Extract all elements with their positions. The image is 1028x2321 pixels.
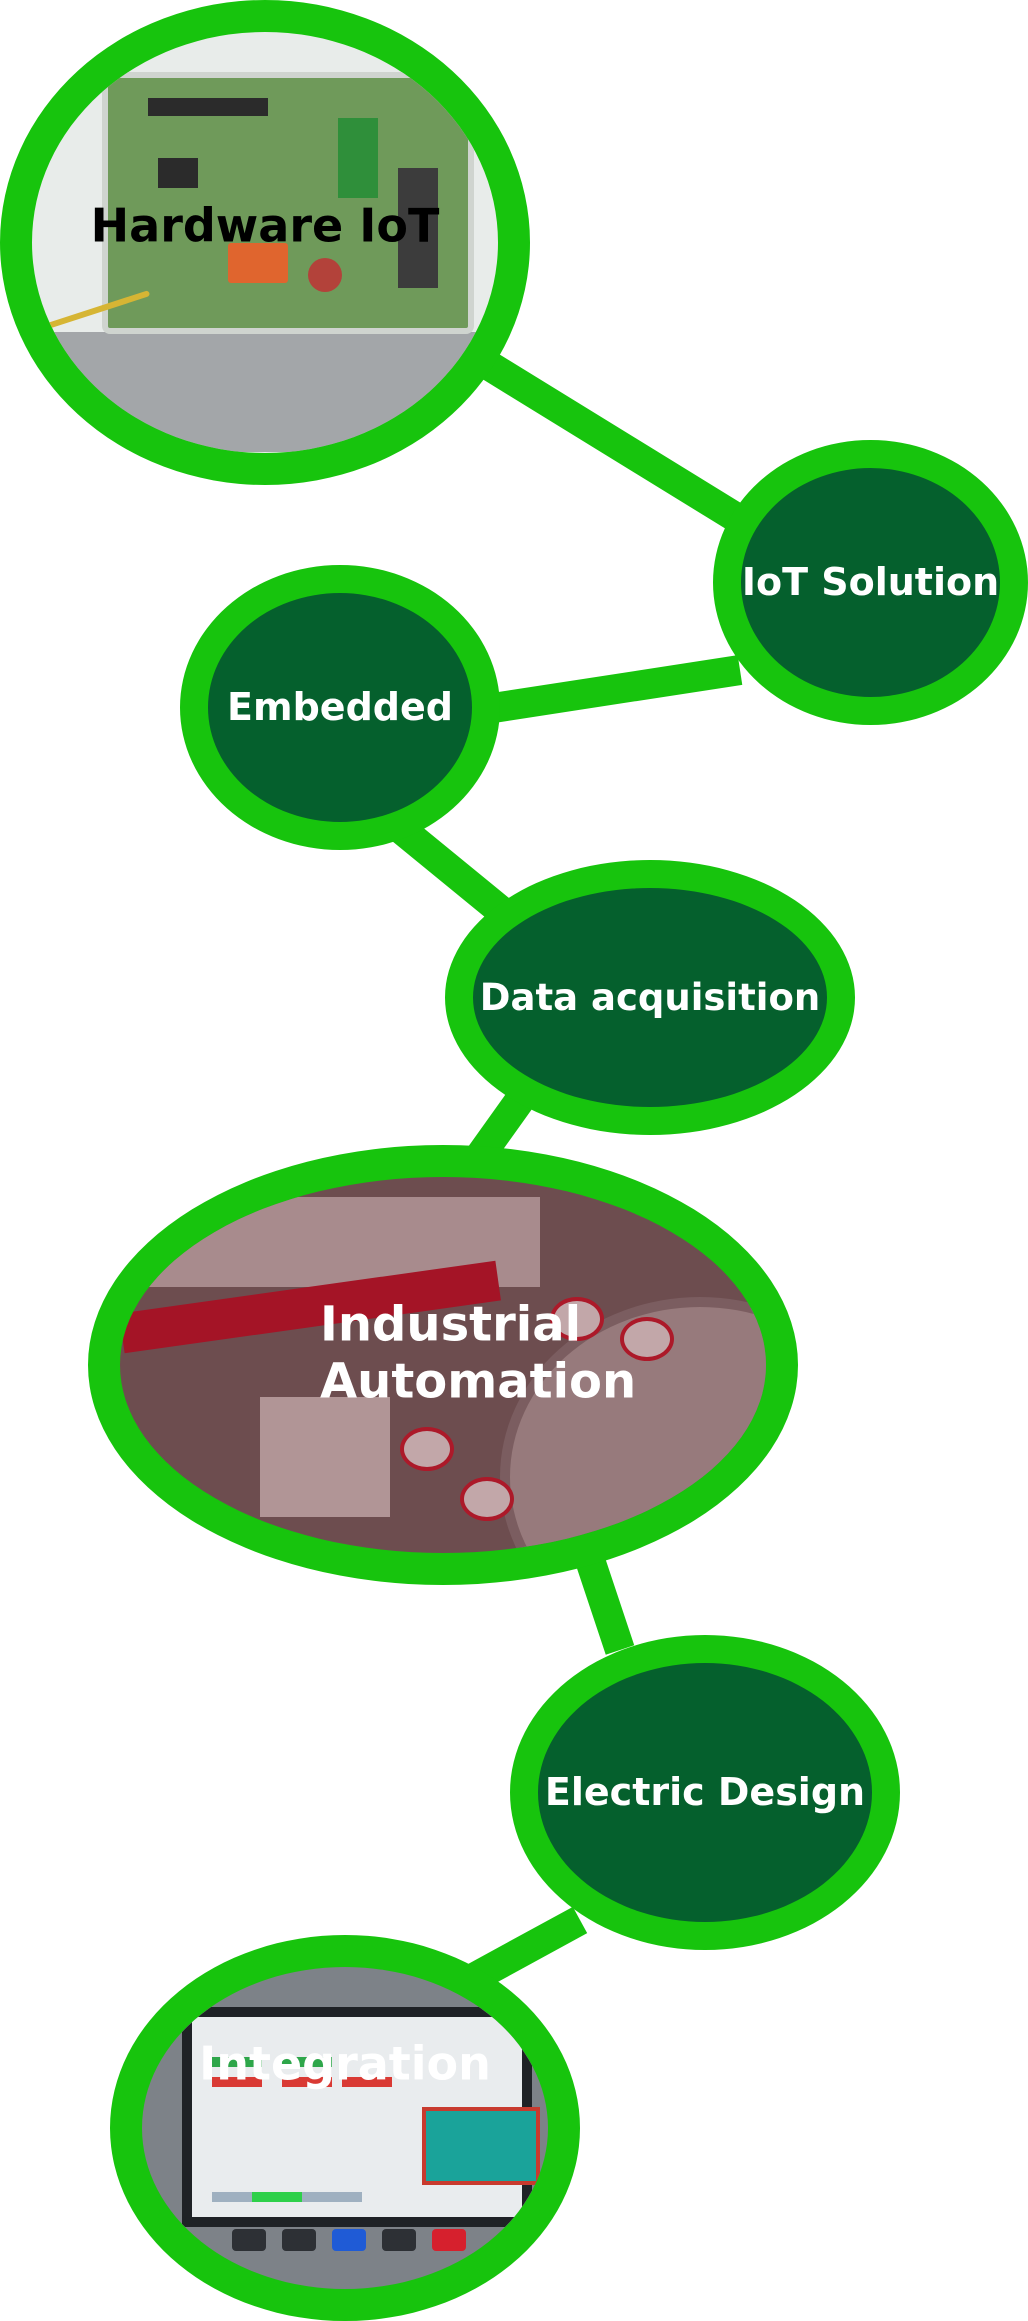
edge-industrial-automation-to-electric-design [575,1555,635,1655]
circuit-board-image [102,72,474,334]
node-hardware-iot[interactable]: Hardware IoT [0,0,530,485]
node-industrial-automation[interactable]: Industrial Automation [88,1145,798,1585]
node-label: Data acquisition [479,975,821,1019]
edge-electric-design-to-integration [462,1906,588,1994]
node-label: Hardware IoT [90,198,440,253]
node-label: Industrial Automation [320,1296,637,1410]
hmi-screen-image [182,2007,540,2227]
node-electric-design[interactable]: Electric Design [510,1635,900,1950]
node-label: Electric Design [544,1769,866,1814]
node-label: IoT Solution [741,559,1000,604]
node-data-acquisition[interactable]: Data acquisition [445,860,855,1135]
node-label: Integration [199,2036,491,2090]
node-integration[interactable]: Integration [110,1935,580,2321]
node-embedded[interactable]: Embedded [180,565,500,850]
edge-iot-solution-to-embedded [477,655,743,725]
node-iot-solution[interactable]: IoT Solution [713,440,1028,725]
node-label: Embedded [227,684,453,729]
edge-hardware-iot-to-iot-solution [472,347,748,533]
